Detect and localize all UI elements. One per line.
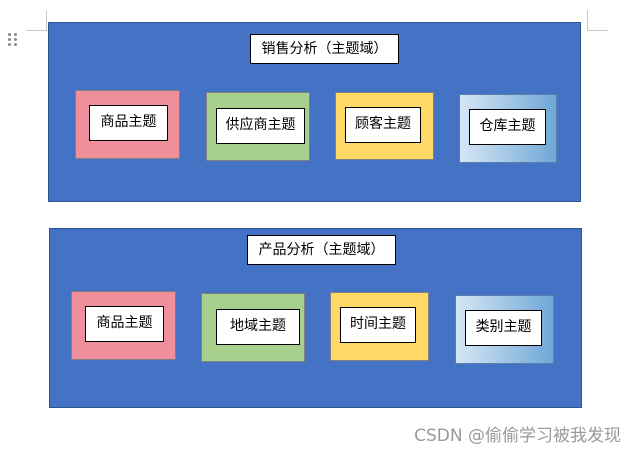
- subject-label: 供应商主题: [216, 108, 305, 144]
- subject-label: 顾客主题: [345, 107, 421, 143]
- subject-label: 商品主题: [89, 105, 168, 141]
- subject-box-product: 商品主题: [71, 291, 176, 360]
- subject-domain-product: 产品分析（主题域） 商品主题 地域主题 时间主题 类别主题: [49, 228, 582, 408]
- domain-title-sales: 销售分析（主题域）: [250, 34, 399, 64]
- subject-box-region: 地域主题: [201, 293, 305, 362]
- drag-handle-icon[interactable]: [8, 33, 18, 47]
- subject-label: 仓库主题: [469, 109, 546, 145]
- watermark-text: CSDN @偷偷学习被我发现: [414, 426, 621, 446]
- subject-box-product: 商品主题: [75, 90, 180, 159]
- subject-label: 商品主题: [85, 306, 164, 342]
- page-corner-mark-left: [26, 10, 47, 31]
- subject-box-customer: 顾客主题: [335, 92, 434, 160]
- subject-label: 地域主题: [216, 309, 300, 345]
- subject-box-warehouse: 仓库主题: [459, 94, 557, 163]
- subject-box-category: 类别主题: [455, 295, 554, 364]
- subject-label: 类别主题: [465, 310, 542, 346]
- subject-domain-sales: 销售分析（主题域） 商品主题 供应商主题 顾客主题 仓库主题: [48, 22, 581, 202]
- domain-title-product: 产品分析（主题域）: [247, 235, 396, 265]
- subject-label: 时间主题: [340, 307, 416, 343]
- subject-box-time: 时间主题: [330, 292, 429, 361]
- page-corner-mark-right: [587, 10, 608, 31]
- subject-box-supplier: 供应商主题: [206, 92, 310, 161]
